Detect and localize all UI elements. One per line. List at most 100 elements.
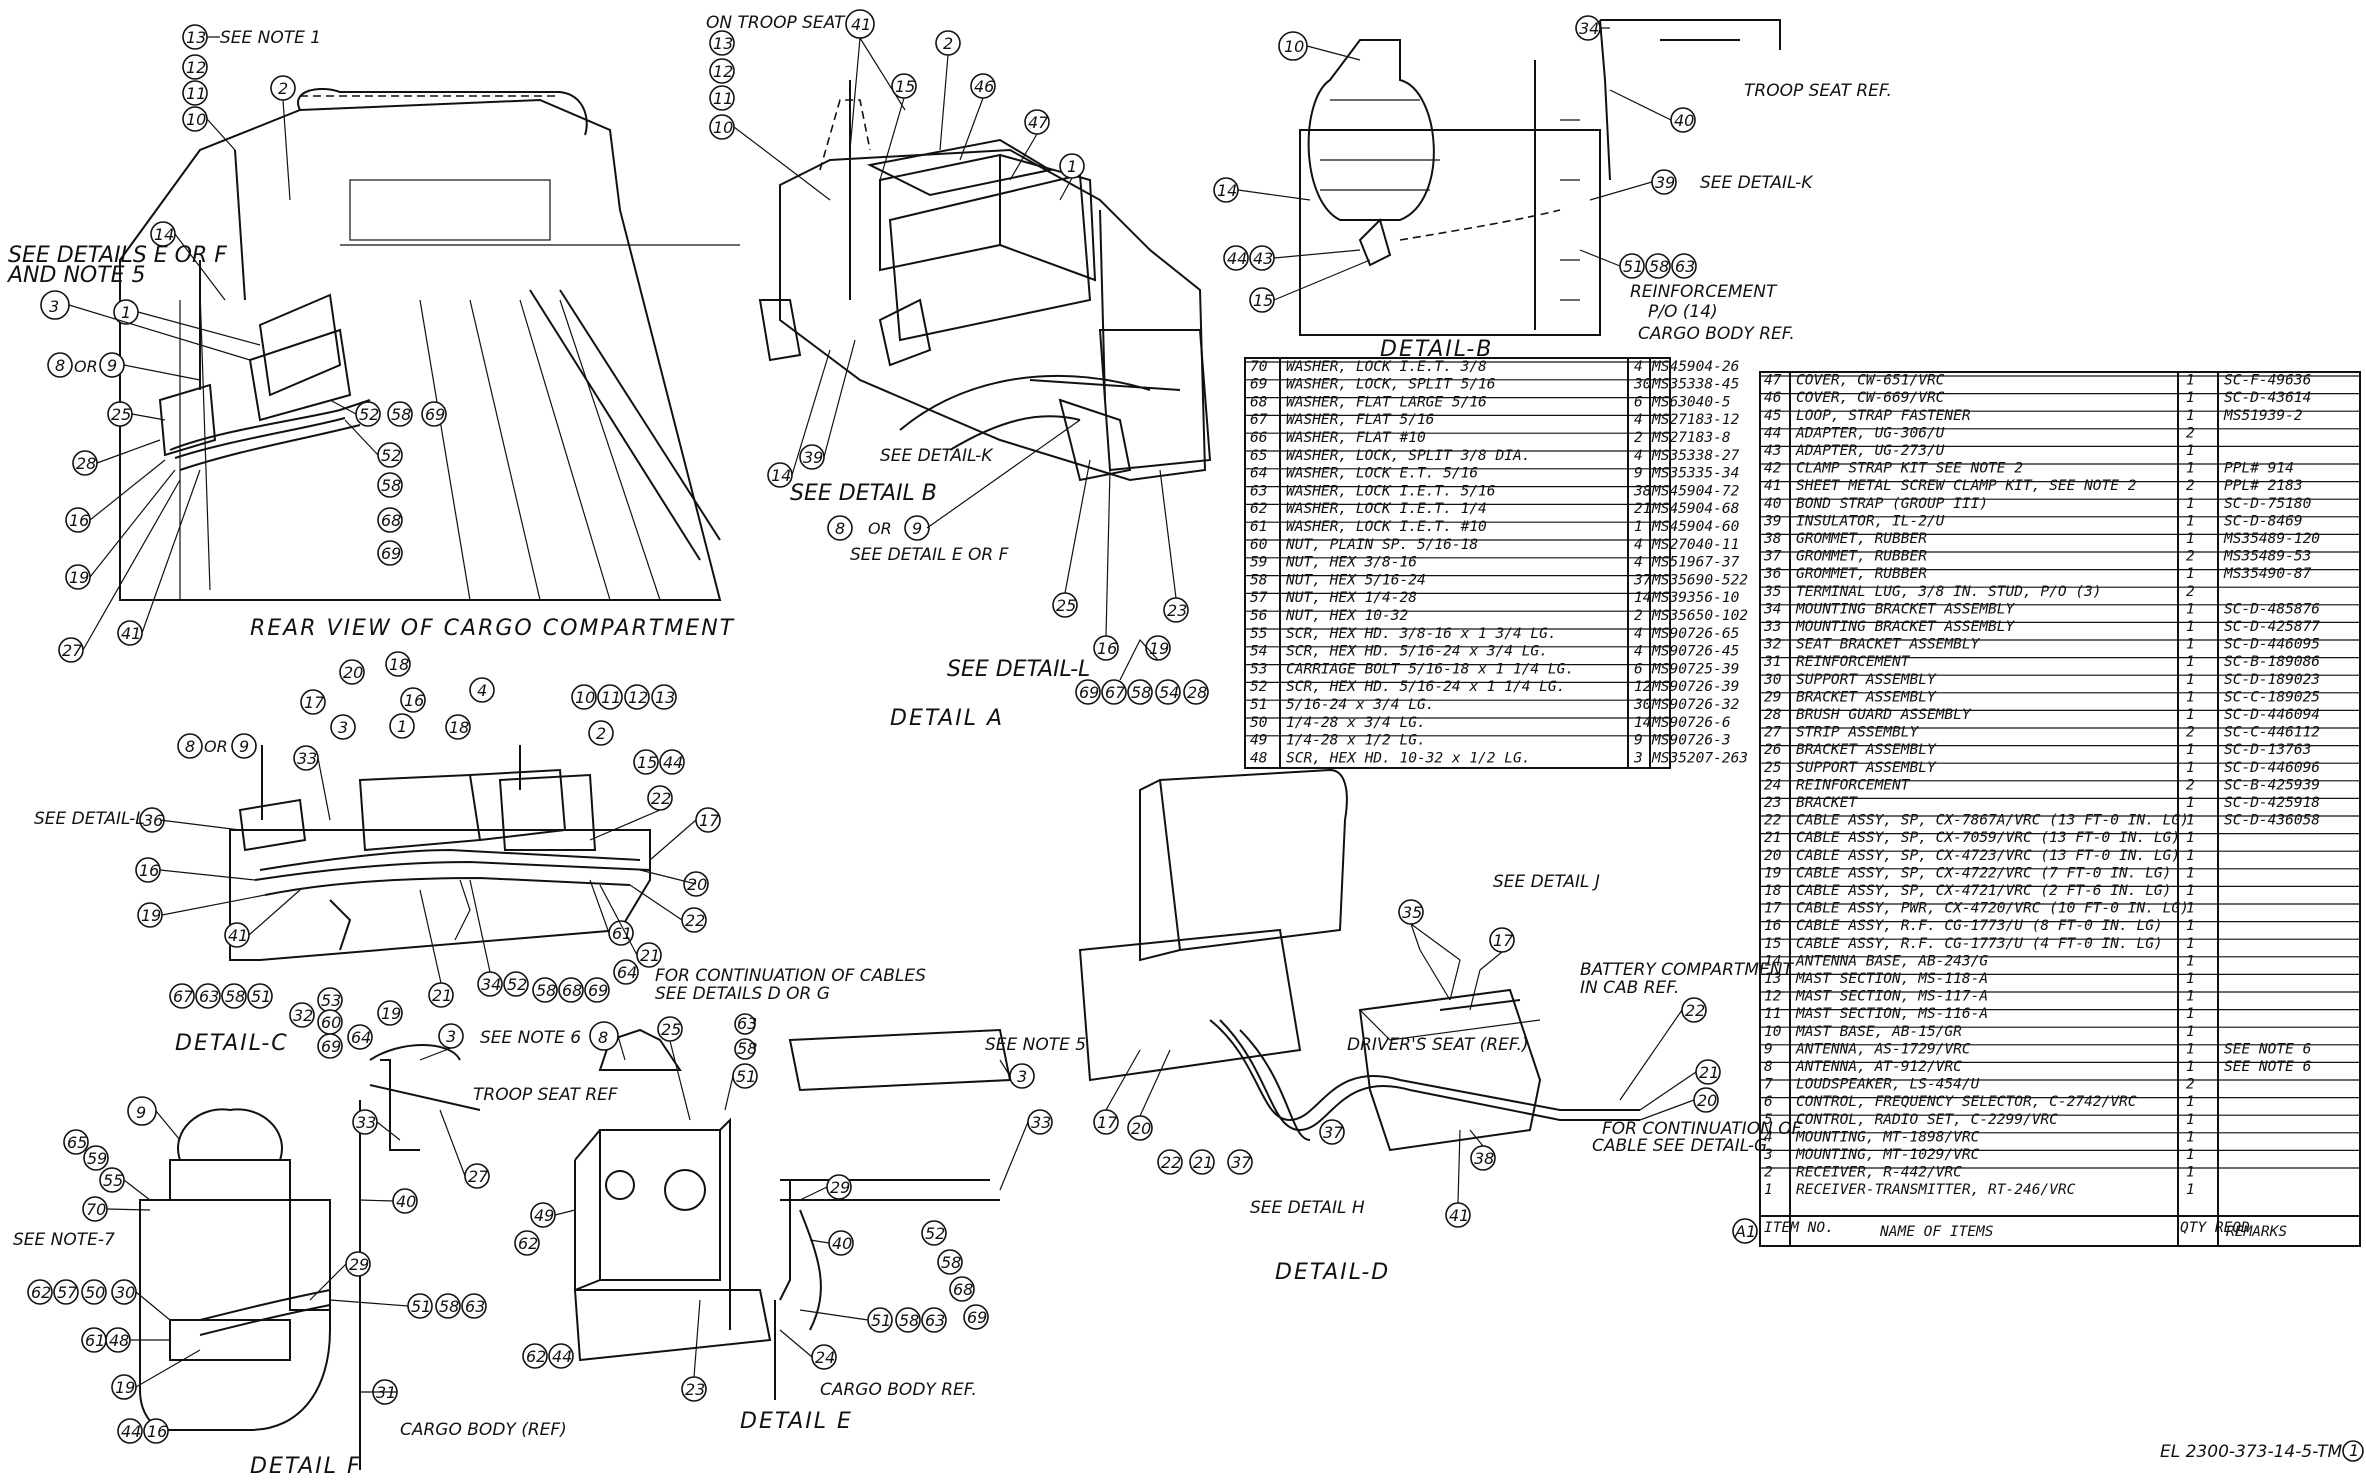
svg-text:44: 44 <box>663 753 683 772</box>
item-qty-cell: 12 <box>1634 679 1651 695</box>
svg-text:19: 19 <box>115 1378 135 1397</box>
svg-text:28: 28 <box>1187 683 1207 702</box>
item-name-cell: CABLE ASSY, R.F. CG-1773/U (4 FT-0 IN. L… <box>1796 936 2163 952</box>
svg-text:1: 1 <box>121 303 131 322</box>
svg-text:68: 68 <box>953 1280 973 1299</box>
svg-text:49: 49 <box>534 1206 554 1225</box>
item-qty-cell: 1 <box>2186 830 2195 846</box>
svg-text:52: 52 <box>381 446 401 465</box>
item-no-cell: 22 <box>1764 813 1781 829</box>
item-name-cell: SUPPORT ASSEMBLY <box>1796 672 1937 688</box>
svg-text:69: 69 <box>1079 683 1099 702</box>
item-ref-cell: SEE NOTE 6 <box>2224 1041 2311 1057</box>
item-ref-cell: SC-F-49636 <box>2224 373 2311 389</box>
svg-text:69: 69 <box>425 405 445 424</box>
svg-text:12: 12 <box>713 62 733 81</box>
item-ref-cell: MS90726-39 <box>1651 679 1739 695</box>
item-name-cell: BRUSH GUARD ASSEMBLY <box>1796 707 1972 723</box>
see-note-7-label: SEE NOTE-7 <box>13 1230 115 1250</box>
see-details-ef-label: SEE DETAILS E OR F <box>8 243 227 268</box>
item-name-cell: ANTENNA, AS-1729/VRC <box>1795 1041 1971 1057</box>
item-ref-cell: MS45904-68 <box>1651 501 1739 517</box>
svg-text:62: 62 <box>526 1347 546 1366</box>
item-ref-cell: MS39356-10 <box>1651 590 1740 606</box>
item-no-cell: 50 <box>1250 715 1268 731</box>
item-qty-cell: 1 <box>2186 883 2195 899</box>
item-no-cell: 25 <box>1764 760 1781 776</box>
svg-text:27: 27 <box>468 1167 489 1186</box>
svg-text:10: 10 <box>1284 37 1304 56</box>
item-ref-cell: SC-D-446096 <box>2224 760 2320 776</box>
continuation-g-line2: CABLE SEE DETAIL-G <box>1592 1136 1767 1156</box>
item-qty-cell: 21 <box>1634 501 1651 517</box>
item-name-cell: COVER, CW-669/VRC <box>1796 390 1945 406</box>
svg-text:11: 11 <box>713 89 733 108</box>
item-qty-cell: 4 <box>1634 644 1643 660</box>
item-ref-cell: MS90726-65 <box>1651 626 1739 642</box>
svg-text:68: 68 <box>562 981 582 1000</box>
item-name-cell: SHEET METAL SCREW CLAMP KIT, SEE NOTE 2 <box>1796 478 2136 494</box>
item-qty-cell: 2 <box>2186 425 2195 441</box>
svg-text:34: 34 <box>1579 19 1599 38</box>
item-ref-cell: PPL# 914 <box>2224 461 2294 477</box>
item-ref-cell: SC-D-425918 <box>2224 795 2320 811</box>
item-name-cell: NUT, HEX 5/16-24 <box>1285 572 1426 588</box>
item-name-cell: REINFORCEMENT <box>1796 777 1911 793</box>
svg-text:17: 17 <box>1097 1113 1118 1132</box>
item-qty-cell: 1 <box>2186 1059 2195 1075</box>
svg-text:44: 44 <box>552 1347 572 1366</box>
item-no-cell: 65 <box>1250 448 1267 464</box>
item-no-cell: 6 <box>1764 1094 1773 1110</box>
svg-text:4: 4 <box>477 681 487 700</box>
svg-text:63: 63 <box>737 1014 757 1033</box>
item-qty-cell: 1 <box>2186 1041 2195 1057</box>
detail-f-drawing <box>139 1044 481 1470</box>
svg-text:29: 29 <box>349 1255 369 1274</box>
item-qty-cell: 1 <box>2186 531 2195 547</box>
item-name-cell: STRIP ASSEMBLY <box>1796 725 1919 741</box>
svg-text:64: 64 <box>351 1028 371 1047</box>
item-ref-cell: SC-D-485876 <box>2224 601 2320 617</box>
item-name-cell: CONTROL, FREQUENCY SELECTOR, C-2742/VRC <box>1796 1094 2137 1110</box>
svg-text:20: 20 <box>1697 1091 1717 1110</box>
see-detail-j-label: SEE DETAIL J <box>1493 872 1600 892</box>
detail-e-caption: DETAIL E <box>740 1409 853 1434</box>
item-name-cell: MAST SECTION, MS-117-A <box>1795 989 1988 1005</box>
item-qty-cell: 2 <box>2186 549 2195 565</box>
item-no-cell: 2 <box>1764 1165 1773 1181</box>
item-no-cell: 14 <box>1764 953 1781 969</box>
svg-text:43: 43 <box>1253 249 1273 268</box>
svg-text:69: 69 <box>967 1308 987 1327</box>
item-no-cell: 63 <box>1250 483 1267 499</box>
svg-text:44: 44 <box>121 1422 141 1441</box>
item-ref-cell: PPL# 2183 <box>2224 478 2303 494</box>
item-no-cell: 67 <box>1250 412 1268 428</box>
item-name-cell: BOND STRAP (GROUP III) <box>1796 496 1988 512</box>
item-name-cell: CABLE ASSY, SP, CX-4723/VRC (13 FT-0 IN.… <box>1796 848 2180 864</box>
figure-index-circle <box>2342 1440 2364 1462</box>
item-ref-cell: MS45904-60 <box>1651 519 1740 535</box>
rear-view-drawing <box>119 88 740 601</box>
svg-text:67: 67 <box>173 987 194 1006</box>
svg-text:34: 34 <box>481 975 501 994</box>
item-qty-cell: 1 <box>2186 918 2195 934</box>
svg-text:51: 51 <box>736 1067 756 1086</box>
continuation-c-line1: FOR CONTINUATION OF CABLES <box>655 966 926 986</box>
figure-index: 1 <box>2349 1441 2359 1460</box>
item-qty-cell: 2 <box>1634 608 1643 624</box>
